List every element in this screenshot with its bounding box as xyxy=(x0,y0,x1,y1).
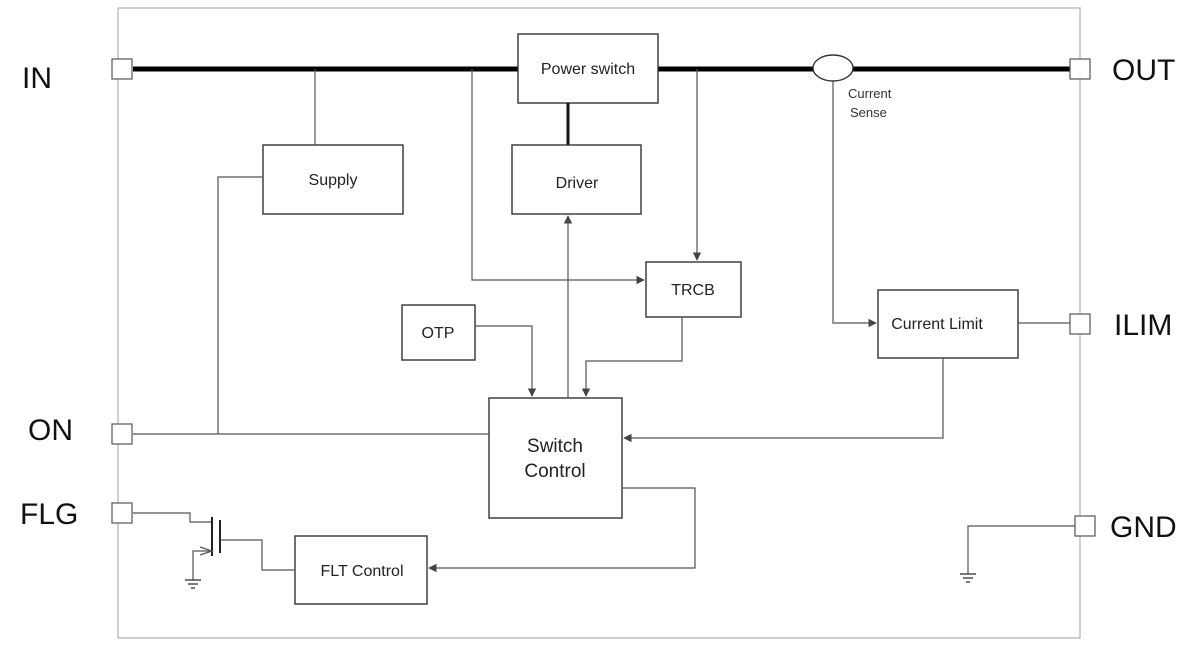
power-switch-block xyxy=(517,33,659,104)
pin-label-ilim: ILIM xyxy=(1114,309,1172,342)
driver-label: Driver xyxy=(556,175,599,192)
pin-out xyxy=(1069,58,1091,80)
pin-label-on: ON xyxy=(28,414,73,447)
sense-to-limit-wire xyxy=(832,81,877,328)
flt-control-block xyxy=(294,535,428,605)
in-to-trcb-wire xyxy=(471,69,645,285)
current-sense-label-1: Current xyxy=(848,86,892,101)
trcb-label: TRCB xyxy=(671,282,715,299)
pin-in xyxy=(111,58,133,80)
pin-on xyxy=(111,423,133,445)
current-sense-icon xyxy=(812,54,854,82)
pin-label-out: OUT xyxy=(1112,54,1175,87)
trcb-to-switch-wire xyxy=(581,317,683,397)
switch-control-label-2: Control xyxy=(524,461,585,482)
switch-control-block xyxy=(488,397,623,519)
transistor-drain-arrow xyxy=(199,546,214,556)
ground-icon xyxy=(960,573,976,583)
flt-control-label: FLT Control xyxy=(321,563,404,580)
transistor-source-wire xyxy=(192,550,212,580)
flg-to-transistor-wire xyxy=(133,512,212,523)
pin-ilim xyxy=(1069,313,1091,335)
switch-to-flt-wire xyxy=(428,487,696,573)
otp-to-switch-wire xyxy=(475,325,537,397)
otp-label: OTP xyxy=(422,325,455,342)
current-limit-block xyxy=(877,289,1019,359)
supply-to-on-wire xyxy=(217,176,263,434)
transistor-gate-wire xyxy=(220,539,295,571)
supply-label: Supply xyxy=(309,172,358,189)
driver-block xyxy=(511,144,642,215)
ground-icon xyxy=(185,579,201,589)
current-limit-label: Current Limit xyxy=(891,316,983,333)
power-switch-label: Power switch xyxy=(541,61,635,78)
limit-to-switch-wire xyxy=(623,358,944,443)
gnd-wire xyxy=(967,525,1075,574)
pin-gnd xyxy=(1074,515,1096,537)
pin-label-flg: FLG xyxy=(20,498,78,531)
supply-block xyxy=(262,144,404,215)
pin-label-gnd: GND xyxy=(1110,511,1177,544)
trcb-block xyxy=(645,261,742,318)
pin-flg xyxy=(111,502,133,524)
switch-control-label-1: Switch xyxy=(527,436,583,457)
otp-block xyxy=(401,304,476,361)
pin-label-in: IN xyxy=(22,62,52,95)
current-sense-label-2: Sense xyxy=(850,105,887,120)
